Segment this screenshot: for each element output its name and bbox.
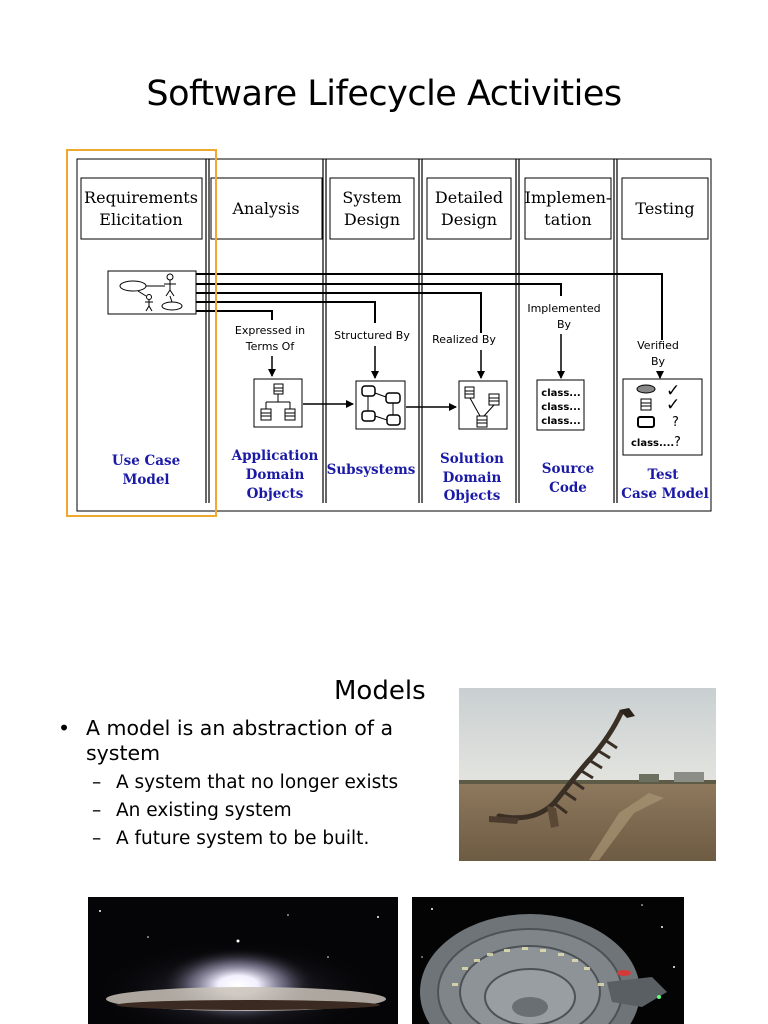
relation-label: Verified	[637, 339, 679, 352]
phase-label: Detailed	[435, 188, 503, 207]
phase-requirements-box	[80, 177, 203, 240]
question-mark: ?	[672, 415, 679, 430]
sub-bullet-dash: –	[92, 828, 102, 849]
use-case-diagram-icon	[107, 270, 197, 315]
check-icon: ✓	[666, 395, 680, 415]
model-label: Domain	[246, 467, 305, 483]
phase-label: Design	[441, 210, 497, 229]
code-line: class...	[541, 388, 580, 399]
phase-label: Analysis	[231, 199, 299, 218]
model-label: Objects	[444, 488, 501, 504]
model-label: Test	[648, 467, 680, 483]
sub-bullet-text: A future system to be built.	[116, 828, 370, 849]
sub-bullet-item: – An existing system	[58, 797, 448, 825]
phase-label: Design	[344, 210, 400, 229]
down-arrows	[268, 334, 664, 379]
phase-label: Elicitation	[99, 210, 182, 229]
phase-label: System	[342, 188, 401, 207]
dinosaur-sculpture-photo	[459, 688, 716, 861]
check-icon: ✓	[666, 381, 680, 401]
phase-label: tation	[544, 210, 591, 229]
sombrero-galaxy-photo	[88, 897, 398, 1024]
phase-label: Requirements	[84, 188, 198, 207]
class-diagram-icon	[253, 378, 303, 428]
relation-label: By	[651, 355, 666, 368]
relation-label: By	[557, 318, 572, 331]
test-case-box	[622, 378, 703, 456]
phase-label: Implemen-	[525, 188, 612, 207]
models-title: Models	[334, 676, 426, 706]
sub-bullet-item: – A system that no longer exists	[58, 769, 448, 797]
model-label: Case Model	[621, 486, 709, 502]
model-label: Objects	[247, 486, 304, 502]
use-case-connectors	[196, 273, 663, 340]
code-line: class...	[541, 402, 580, 413]
sub-bullet-dash: –	[92, 800, 102, 821]
source-code-box	[536, 379, 585, 431]
relation-label: Implemented	[527, 302, 600, 315]
model-label: Domain	[443, 470, 502, 486]
bullet-dot: •	[58, 716, 71, 740]
model-label: Source	[542, 461, 595, 477]
phase-system-design-box	[329, 177, 415, 240]
code-line: class...	[541, 416, 580, 427]
sub-bullet-dash: –	[92, 772, 102, 793]
phase-testing-box	[621, 177, 709, 240]
relation-label: Expressed in	[235, 324, 305, 337]
solution-class-diagram-icon	[458, 380, 508, 430]
bullet-text-line: system	[86, 741, 161, 765]
model-label: Solution	[440, 451, 504, 467]
sub-bullet-item: – A future system to be built.	[58, 825, 448, 853]
column-dividers	[205, 159, 618, 503]
phase-label: Testing	[635, 199, 694, 218]
bullet-list: • A model is an abstraction of a system …	[58, 716, 448, 853]
bullet-item: • A model is an abstraction of a system	[58, 716, 448, 766]
model-label: Model	[122, 472, 169, 488]
relation-label: Terms Of	[245, 340, 296, 353]
subsystems-icon	[355, 380, 406, 430]
phase-detailed-design-box	[426, 177, 512, 240]
relation-label: Realized By	[432, 333, 496, 346]
phase-analysis-box	[210, 177, 323, 240]
sub-bullet-text: A system that no longer exists	[116, 772, 399, 793]
test-case-icons	[636, 384, 656, 428]
model-label: Subsystems	[327, 462, 416, 478]
test-class-line: class....	[631, 438, 674, 449]
starship-model-photo	[412, 897, 684, 1024]
model-label: Application	[231, 448, 319, 464]
slide-title: Software Lifecycle Activities	[146, 74, 622, 114]
model-label: Code	[549, 480, 587, 496]
model-label: Use Case	[112, 453, 180, 469]
phase-implementation-box	[524, 177, 612, 240]
relation-label: Structured By	[334, 329, 410, 342]
requirements-highlight	[66, 149, 217, 517]
diagram-frame	[76, 158, 712, 512]
bullet-text-line: A model is an abstraction of a	[86, 716, 394, 740]
sub-bullet-text: An existing system	[116, 800, 292, 821]
flow-arrows	[303, 400, 457, 411]
question-mark: ?	[674, 435, 681, 450]
